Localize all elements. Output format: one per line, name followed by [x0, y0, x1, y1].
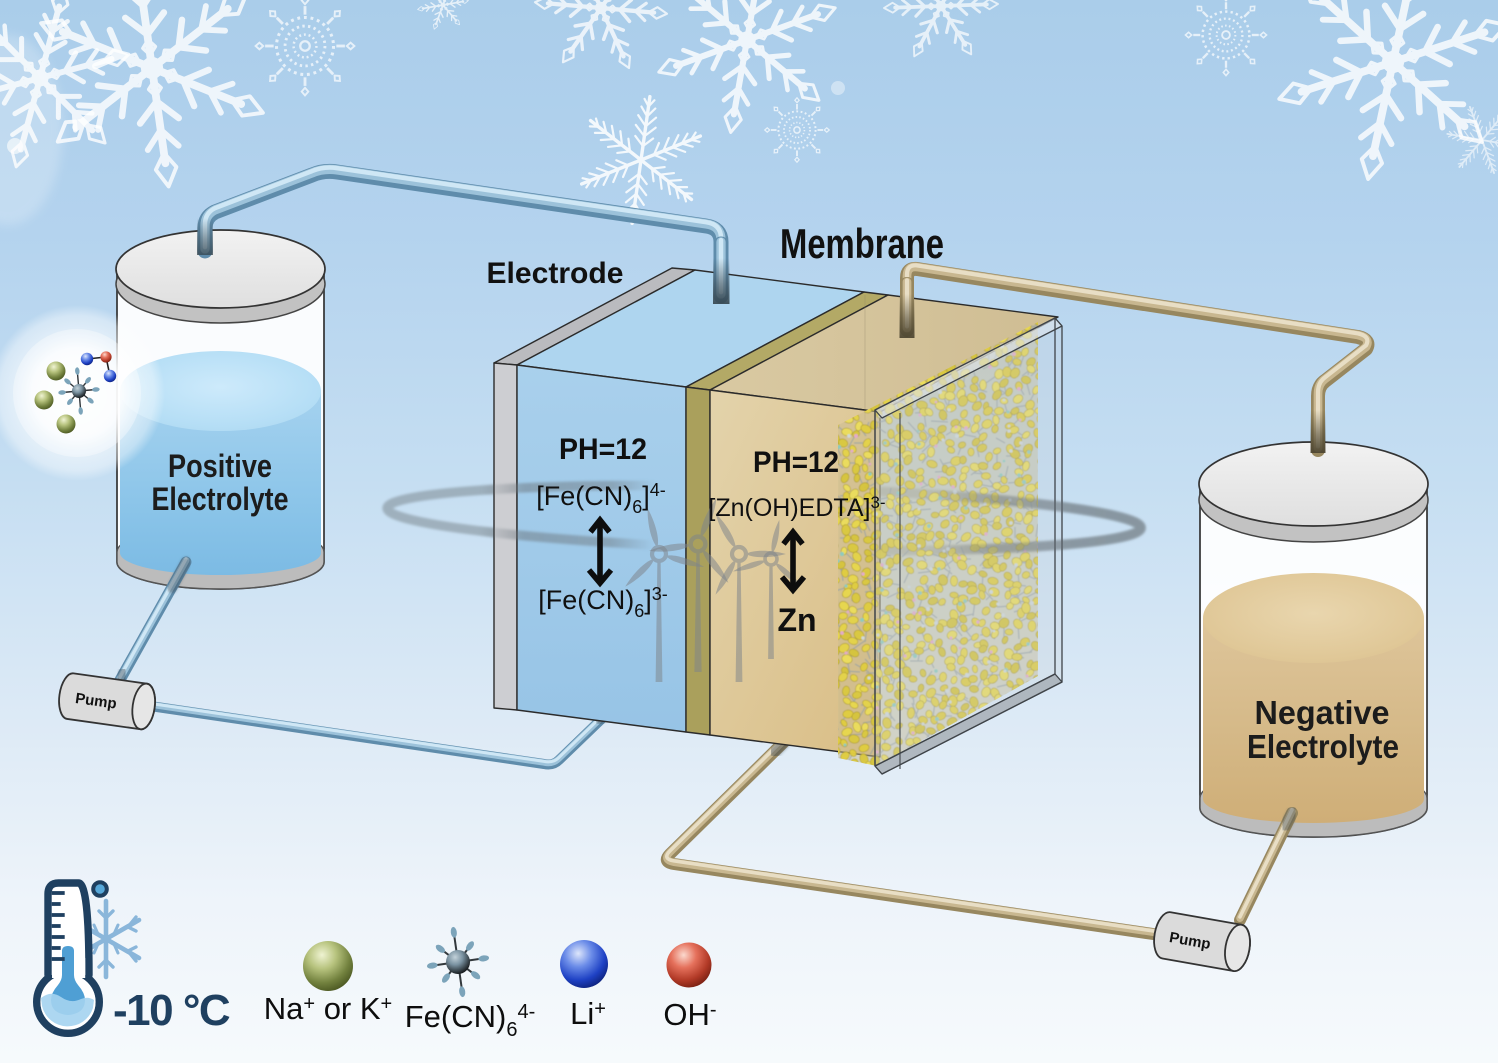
svg-text:Zn: Zn — [777, 602, 816, 638]
svg-text:PH=12: PH=12 — [559, 433, 647, 466]
svg-text:[Fe(CN)6]4-: [Fe(CN)6]4- — [536, 480, 666, 517]
svg-text:PH=12: PH=12 — [753, 446, 839, 479]
svg-text:Negative: Negative — [1255, 694, 1390, 731]
svg-text:[Fe(CN)6]3-: [Fe(CN)6]3- — [538, 584, 668, 621]
svg-text:OH-: OH- — [663, 997, 716, 1032]
svg-text:Electrolyte: Electrolyte — [1247, 728, 1399, 765]
svg-text:Positive: Positive — [168, 448, 272, 484]
svg-text:Membrane: Membrane — [780, 220, 944, 267]
svg-text:Pump: Pump — [1168, 929, 1212, 953]
svg-text:Electrode: Electrode — [487, 257, 624, 290]
svg-text:Pump: Pump — [74, 690, 118, 713]
svg-text:Na+ or K+: Na+ or K+ — [264, 991, 392, 1026]
svg-text:Electrolyte: Electrolyte — [152, 481, 289, 517]
svg-text:-10 °C: -10 °C — [113, 986, 230, 1035]
svg-text:[Zn(OH)EDTA]3-: [Zn(OH)EDTA]3- — [708, 493, 885, 522]
